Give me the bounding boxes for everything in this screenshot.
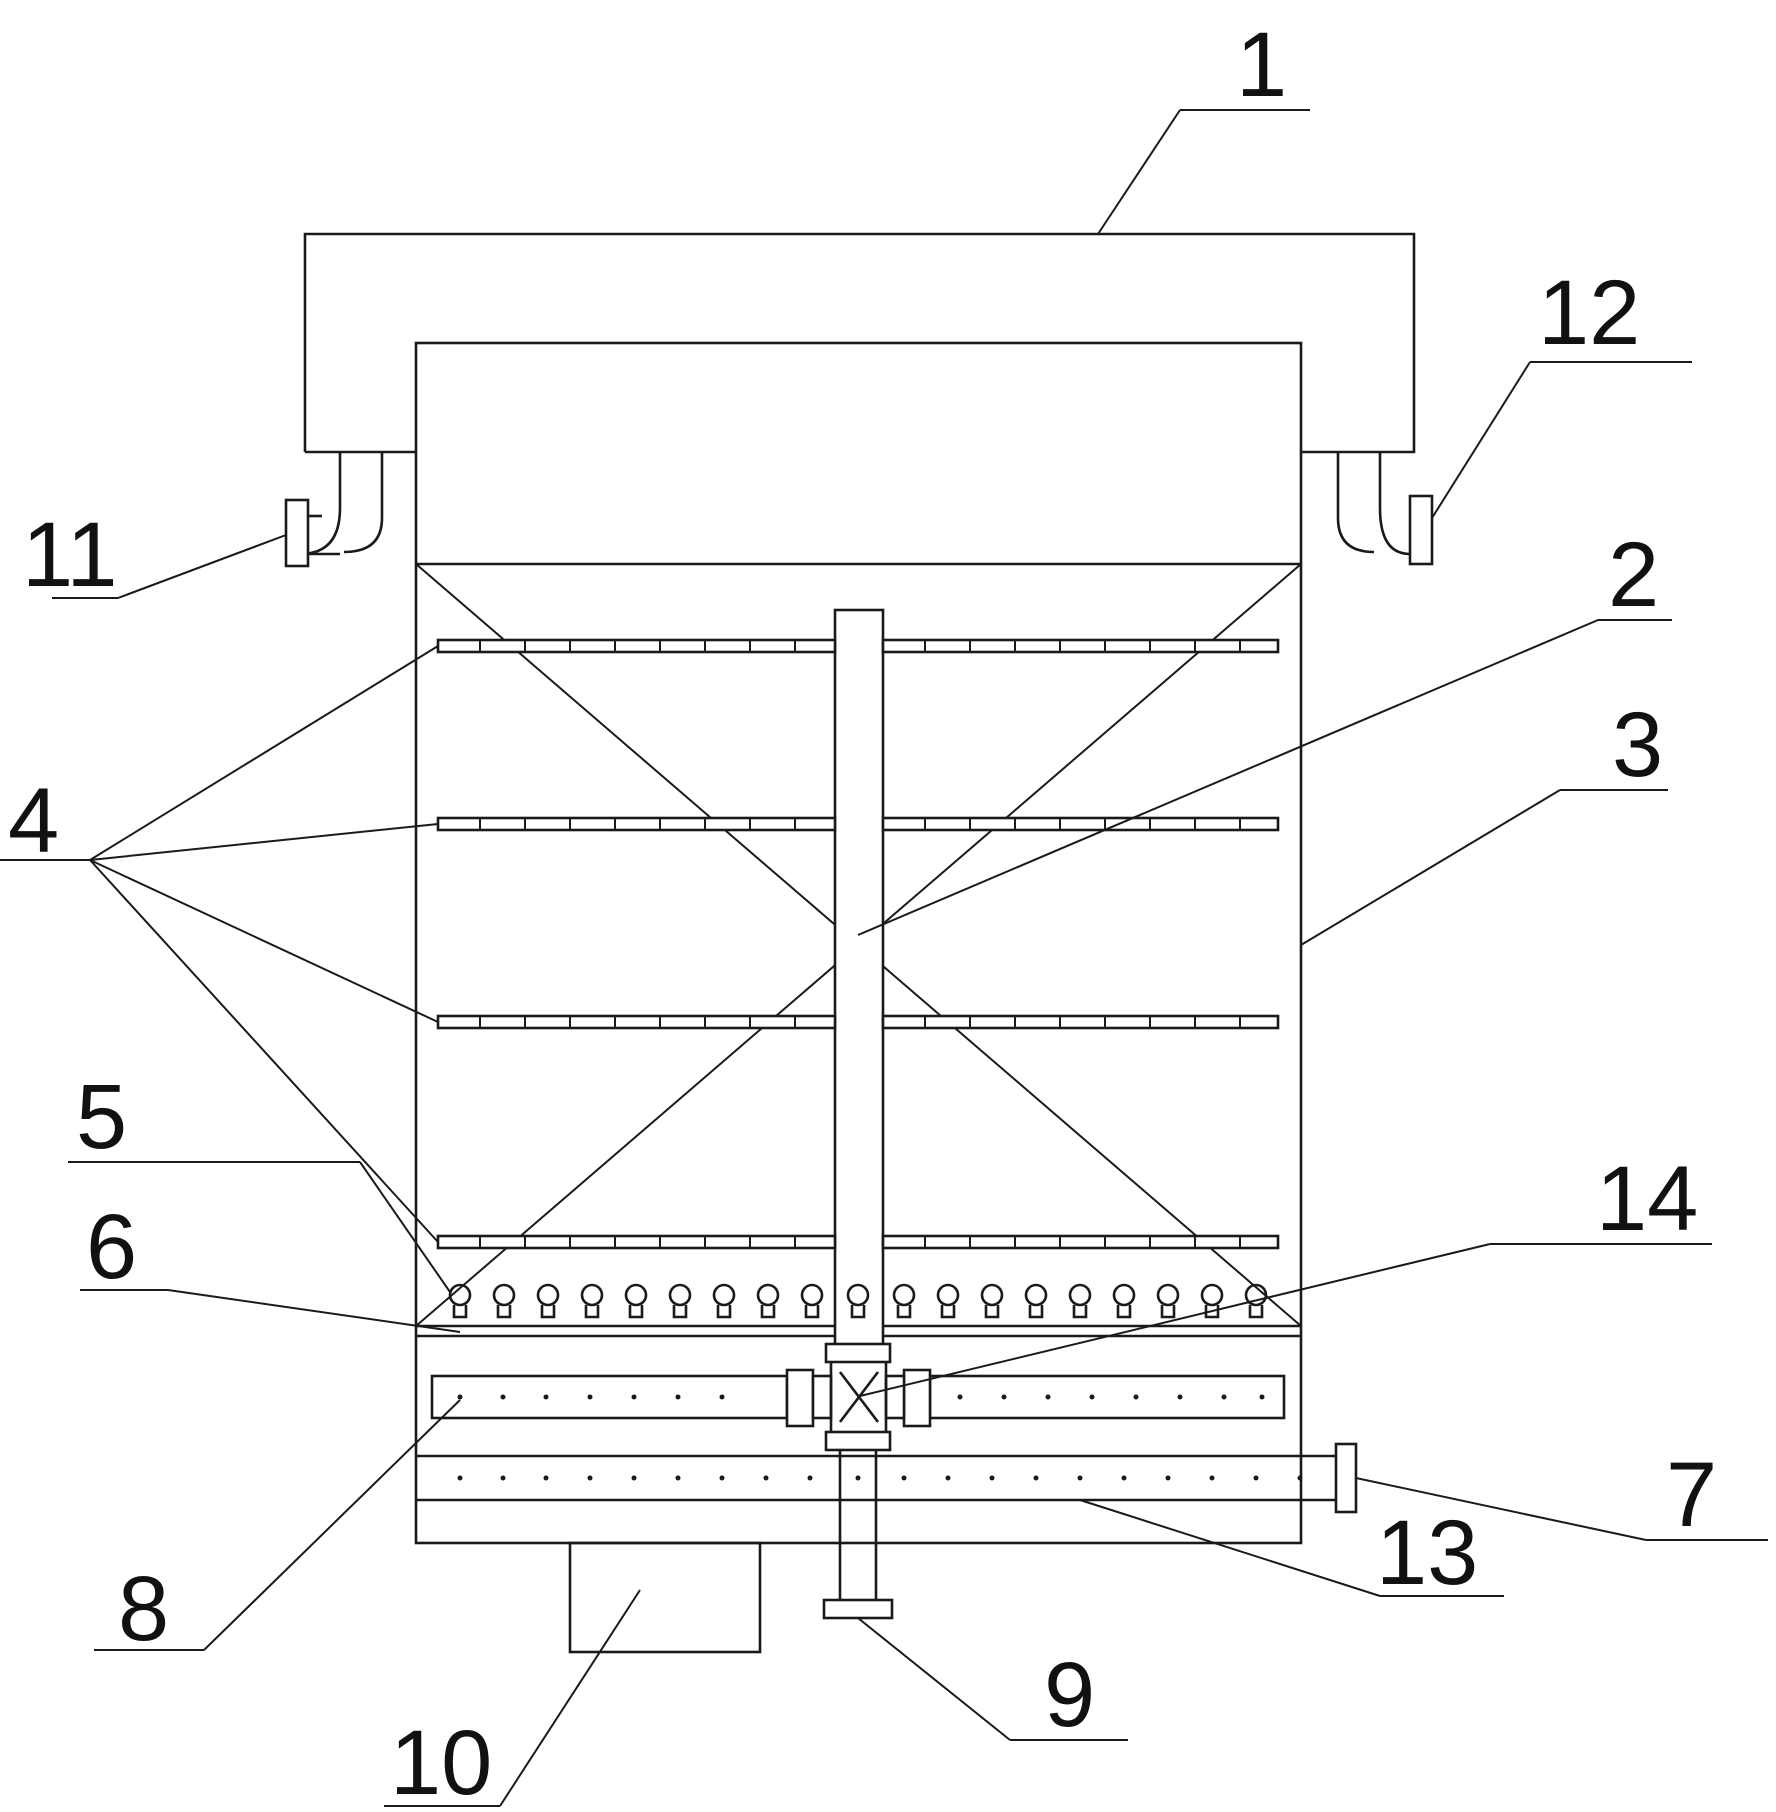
label-6: 6: [86, 1196, 137, 1298]
label-7: 7: [1666, 1444, 1717, 1546]
label-2: 2: [1608, 524, 1659, 626]
leader-lines: [0, 109, 1768, 1807]
central-valve: [785, 1342, 932, 1452]
label-5: 5: [76, 1066, 127, 1168]
label-11: 11: [22, 504, 118, 606]
label-1: 1: [1236, 14, 1287, 116]
part-labels: 1 12 11 2 3 4 5 6 14 7 13 8 9 10: [8, 14, 1717, 1812]
top-cover: [303, 232, 1416, 454]
perforated-plates: [436, 638, 1280, 1250]
label-3: 3: [1612, 694, 1663, 796]
plate-1: [436, 638, 1280, 654]
central-shaft: [833, 608, 885, 1352]
label-10: 10: [390, 1712, 492, 1812]
label-4: 4: [8, 770, 59, 872]
plate-2: [436, 816, 1280, 832]
right-pipe: [1336, 452, 1434, 566]
label-12: 12: [1538, 262, 1640, 364]
label-13: 13: [1376, 1502, 1478, 1604]
motor-box: [568, 1541, 762, 1654]
nozzle-row: [448, 1283, 1268, 1319]
left-pipe: [284, 452, 384, 568]
label-14: 14: [1596, 1148, 1698, 1250]
lower-distribution-pipe: [416, 1442, 1358, 1514]
drain-pipe: [822, 1450, 894, 1620]
label-9: 9: [1044, 1644, 1095, 1746]
label-8: 8: [118, 1558, 169, 1660]
